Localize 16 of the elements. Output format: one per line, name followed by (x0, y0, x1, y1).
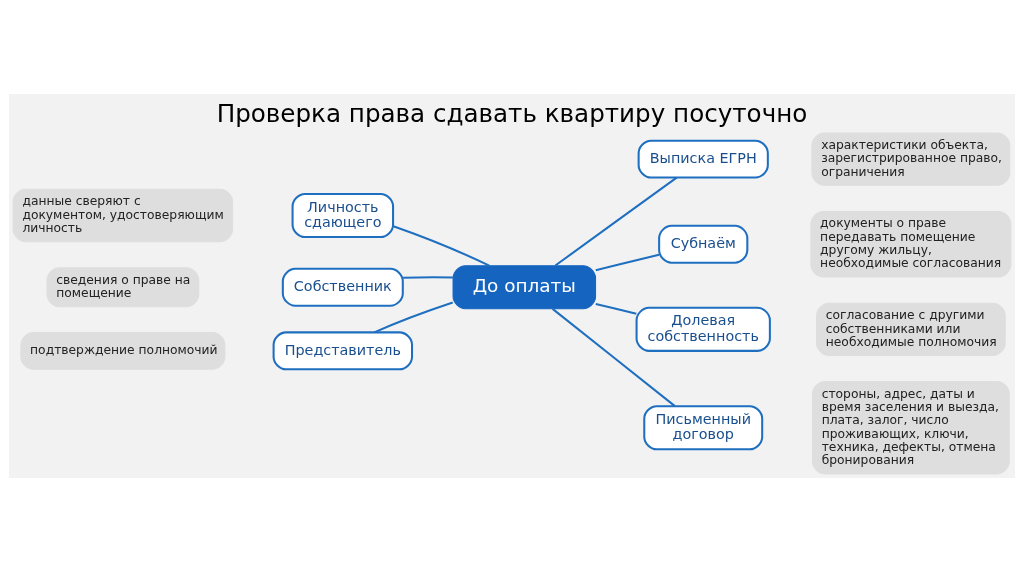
node-box: Собственник (281, 267, 404, 307)
connector (595, 303, 637, 315)
diagram-title: Проверка права сдавать квартиру посуточно (216, 98, 808, 128)
node-box: Письменный договор (643, 405, 764, 451)
node-box: Выписка ЕГРН (637, 139, 769, 179)
connector (551, 308, 676, 407)
connector (595, 253, 660, 272)
connector (554, 176, 678, 267)
node-box: Личность сдающего (291, 192, 395, 239)
connector (373, 301, 454, 334)
node-box: Долевая собственность (635, 306, 771, 352)
node-box: Представитель (272, 331, 414, 371)
connector (403, 276, 453, 279)
node-box: До оплаты (452, 265, 597, 310)
node-box: Субнаём (658, 224, 749, 264)
connector (393, 225, 490, 267)
